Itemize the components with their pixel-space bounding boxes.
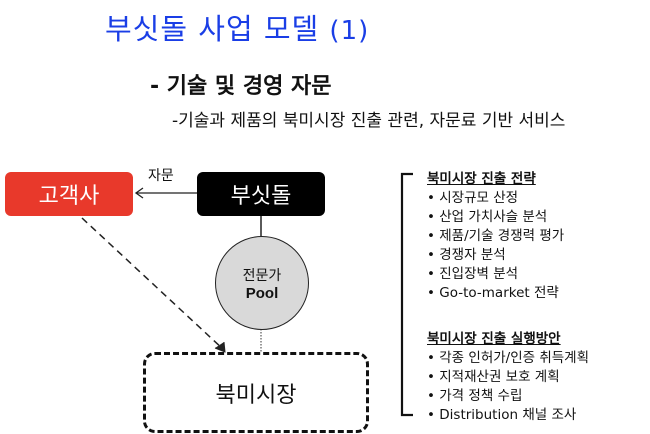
section-subheading: -기술과 제품의 북미시장 진출 관련, 자문료 기반 서비스 <box>172 111 566 131</box>
pool-label: 전문가 <box>242 267 282 284</box>
list-item: • 지적재산권 보호 계획 <box>427 369 560 385</box>
slide-title: 부싯돌 사업 모델 (1) <box>105 12 370 46</box>
list-item: • 시장규모 산정 <box>427 190 519 206</box>
list-item: • Distribution 채널 조사 <box>427 407 577 423</box>
client-box: 고객사 <box>5 172 133 216</box>
market-box: 북미시장 <box>143 352 369 433</box>
company-box: 부싯돌 <box>197 172 325 216</box>
list-item: • 제품/기술 경쟁력 평가 <box>427 228 565 244</box>
list-item: • 각종 인허가/인증 취득계획 <box>427 350 590 366</box>
pool-label-2: Pool <box>245 284 279 302</box>
list-item: • 가격 정책 수립 <box>427 388 523 404</box>
list-item: • Go-to-market 전략 <box>427 285 559 301</box>
expert-pool-ellipse: 전문가 Pool <box>215 236 309 330</box>
plan-list: 북미시장 진출 전략 • 시장규모 산정 • 산업 가치사슬 분석 • 제품/기… <box>427 170 589 425</box>
client-market-dashed-line <box>81 217 225 351</box>
list-item: • 산업 가치사슬 분석 <box>427 209 548 225</box>
list-item: • 진입장벽 분석 <box>427 266 519 282</box>
advice-label: 자문 <box>148 168 174 184</box>
bracket <box>400 172 413 417</box>
strategy-header: 북미시장 진출 전략 <box>427 171 536 187</box>
arrow-head-icon <box>134 187 144 199</box>
execution-header: 북미시장 진출 실행방안 <box>427 331 561 347</box>
list-item: • 경쟁자 분석 <box>427 247 506 263</box>
section-heading: - 기술 및 경영 자문 <box>150 74 332 99</box>
